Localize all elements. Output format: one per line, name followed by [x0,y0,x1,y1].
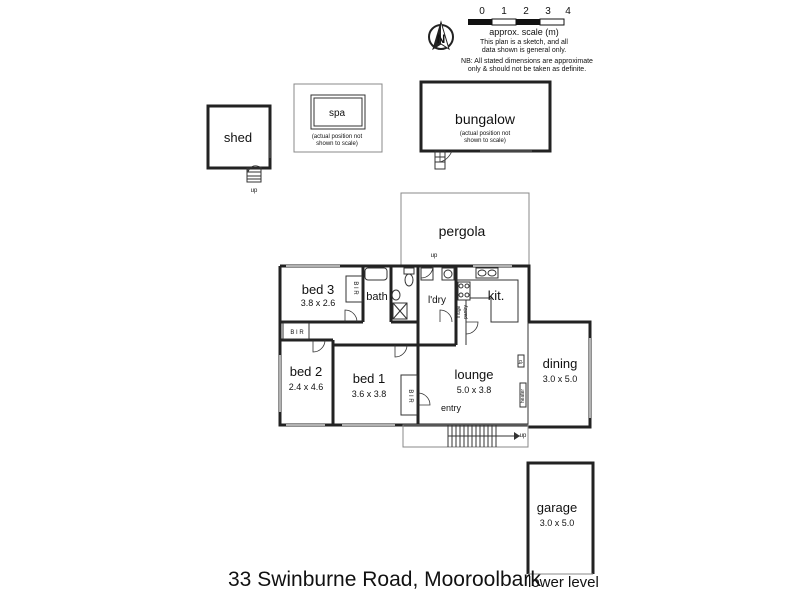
laundry-label: l'dry [428,295,446,306]
bathroom-fixtures [364,267,415,320]
shed-up-label: up [251,188,258,194]
dining-fixtures [517,354,527,408]
garage-dimensions: 3.0 x 5.0 [540,518,575,528]
bir-label-bed2: B I R [290,330,304,336]
bungalow-note-line-1: (actual position not [460,131,511,137]
property-address: 33 Swinburne Road, Mooroolbark [228,568,541,591]
garage [526,461,595,575]
scale-note-line-2: data shown is general only. [482,47,566,54]
entry-label: entry [441,403,462,413]
small-annotations: B I R B I R B I R fridge pantry heater f… [290,253,527,439]
dining-dimensions: 3.0 x 5.0 [543,374,578,384]
shed: shed up [206,104,272,194]
floor-level-label: lower level [528,574,599,591]
bed-1-name: bed 1 [353,371,386,386]
spa-note-line-1: (actual position not [312,134,363,140]
bath-label: bath [366,291,387,303]
pergola-label: pergola [439,223,486,239]
lounge-name: lounge [454,367,493,382]
nb-note-line-2: only & should not be taken as definite. [468,66,586,73]
scale-tick-2: 2 [523,6,529,17]
bed-3-dimensions: 3.8 x 2.6 [301,298,336,308]
bed-2-dimensions: 2.4 x 4.6 [289,382,324,392]
door-swings [312,265,479,406]
fridge-label: fridge [456,306,462,319]
garage-name: garage [537,500,577,515]
spa-note-line-2: shown to scale) [316,141,358,147]
bed-1-dimensions: 3.6 x 3.8 [352,389,387,399]
pantry-label: pantry [463,305,469,319]
north-compass-icon: N [428,20,454,51]
bungalow-note-line-2: shown to scale) [464,138,506,144]
bungalow: bungalow (actual position not shown to s… [419,80,552,170]
kitchen-label: kit. [488,288,505,303]
up-label-entry: up [520,433,527,439]
fireplace-label: fp [518,360,524,364]
scale-bar: 0 1 2 3 4 approx. scale (m) This plan is… [461,6,593,73]
heater-label: heater [520,389,526,404]
scale-tick-0: 0 [479,6,485,17]
scale-note-line-1: This plan is a sketch, and all [480,39,568,46]
shed-label: shed [224,130,252,145]
lounge-dimensions: 5.0 x 3.8 [457,385,492,395]
laundry-fixtures [420,267,455,281]
bed-3-name: bed 3 [302,282,335,297]
up-label-laundry: up [431,253,438,259]
kitchen-fixtures [457,267,499,301]
bed-2-name: bed 2 [290,364,323,379]
pergola: pergola [400,192,530,266]
bungalow-label: bungalow [455,111,516,127]
scale-title: approx. scale (m) [489,27,559,37]
bir-label-bed3: B I R [352,281,358,295]
compass-letter: N [437,32,446,46]
scale-tick-3: 3 [545,6,551,17]
nb-note-line-1: NB: All stated dimensions are approximat… [461,58,593,65]
entry-steps [402,424,529,448]
dining-name: dining [543,356,578,371]
room-labels: bed 3 3.8 x 2.6 bath l'dry kit. bed 2 2.… [289,282,578,528]
bir-label-bed1: B I R [407,389,413,403]
spa-label: spa [329,108,346,119]
spa: spa (actual position not shown to scale) [293,83,383,153]
scale-tick-4: 4 [565,6,571,17]
house-walls [278,264,592,429]
scale-tick-1: 1 [501,6,507,17]
